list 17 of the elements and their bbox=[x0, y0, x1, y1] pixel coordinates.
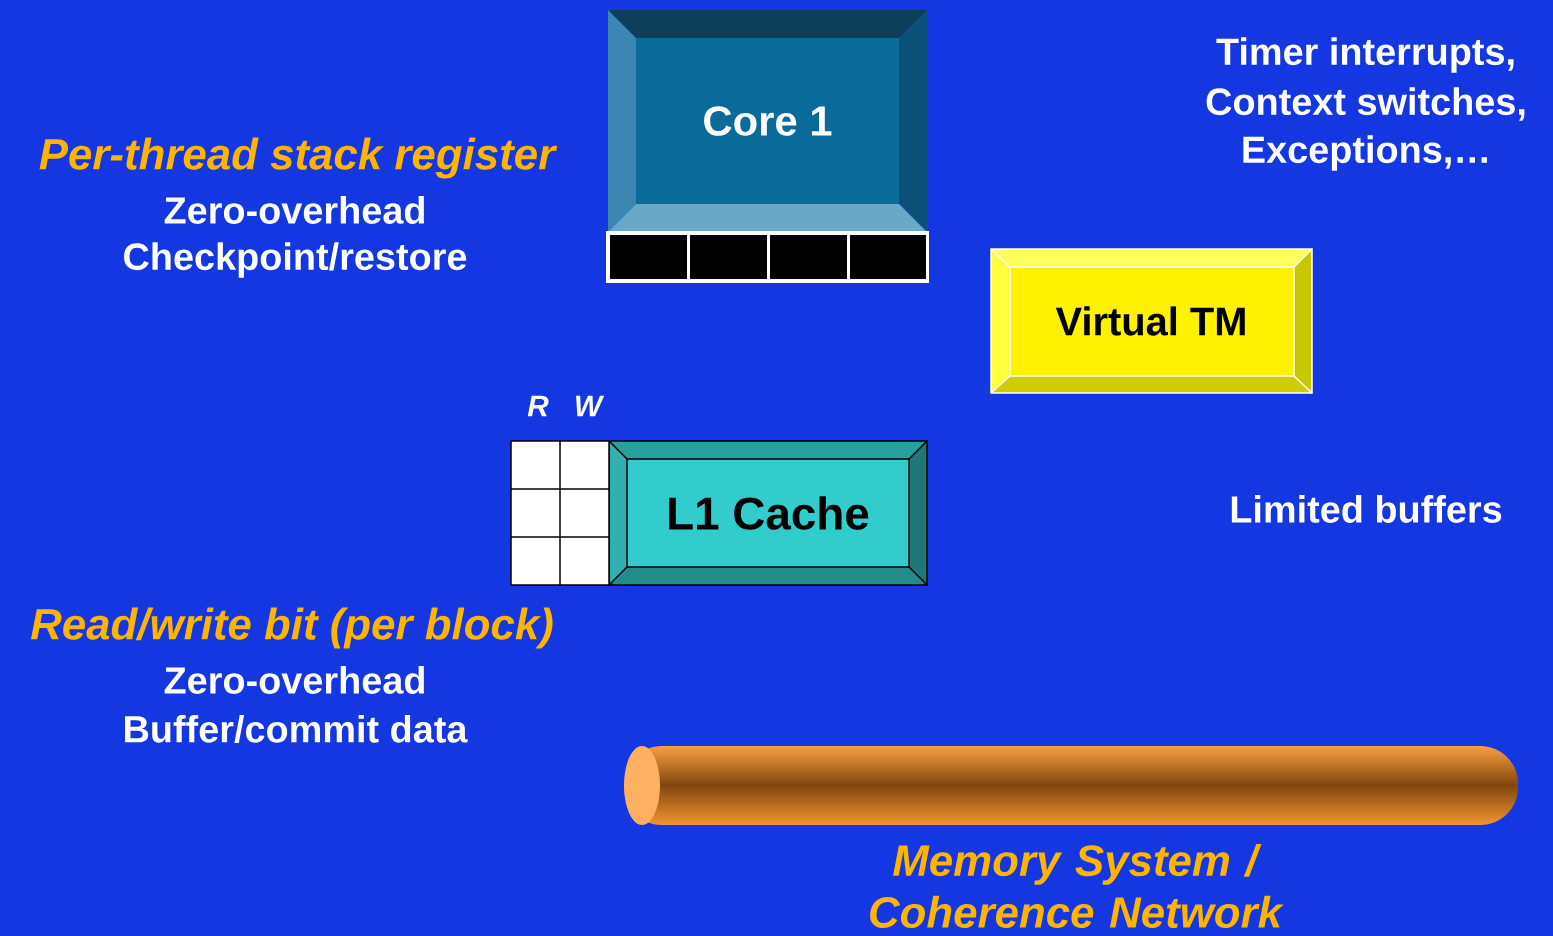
cache-box: L1 Cache bbox=[608, 440, 928, 586]
note-text: Exceptions,… bbox=[1243, 135, 1487, 171]
core-box: Core 1 bbox=[608, 10, 927, 232]
note-text: Timer interrupts, bbox=[1216, 37, 1514, 73]
process-box: Virtual TM bbox=[990, 248, 1313, 394]
column-label: W bbox=[576, 395, 605, 417]
body-text: Checkpoint/restore bbox=[124, 242, 467, 278]
memory-bus-cylinder bbox=[624, 746, 660, 825]
heading-text: Per-thread stack register bbox=[39, 137, 558, 179]
note-text: Limited buffers bbox=[1231, 495, 1502, 523]
heading-text: Memory System / Coherence Network bbox=[870, 844, 1284, 928]
heading-text: Read/write bit (per block) bbox=[30, 607, 553, 649]
body-text: Zero-overhead bbox=[164, 666, 424, 694]
note-text: Context switches, bbox=[1206, 87, 1525, 121]
body-text: Zero-overhead bbox=[164, 196, 424, 224]
body-text: Buffer/commit data bbox=[125, 714, 468, 744]
column-label: R bbox=[527, 395, 549, 417]
